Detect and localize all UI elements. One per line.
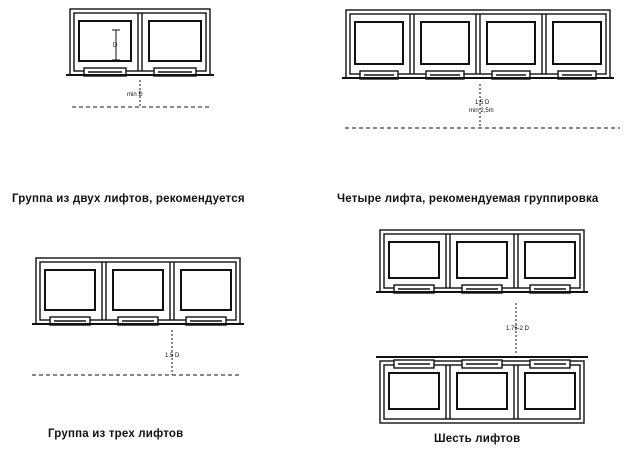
four-elevator-car [420,21,470,65]
six-top-elevator-car [524,241,576,279]
two-shaft-outer-wall [69,8,211,76]
four-shaft-outer-wall [345,9,611,79]
six-bottom-elevator-car [456,372,508,410]
four-label-a: 1.5 D [475,100,490,106]
six-bottom-elevator-car [388,372,440,410]
four-shaft-inner-wall [349,13,607,75]
four-elevator-car [486,21,536,65]
three-elevator-car [44,269,96,311]
caption-two-lifts: Группа из двух лифтов, рекомендуется [12,193,245,205]
four-elevator-car [552,21,602,65]
three-label: 1.5 D [165,353,180,359]
two-min-label: min D [127,92,143,98]
three-elevator-car [180,269,232,311]
two-shaft-inner-wall [73,12,207,72]
caption-three-lifts: Группа из трех лифтов [48,428,184,440]
six-label: 1.75-2 D [506,326,530,332]
two-elevator-car [148,20,202,62]
caption-six-lifts: Шесть лифтов [434,433,521,445]
depth-label: D [113,43,118,49]
three-shaft-outer-wall [35,257,241,325]
six-top-elevator-car [388,241,440,279]
six-top-shaft-outer-wall [379,229,585,293]
six-top-elevator-car [456,241,508,279]
six-bottom-elevator-car [524,372,576,410]
six-bottom-shaft-outer-wall [379,360,585,424]
four-label-b: min 2,5m [469,108,494,114]
four-elevator-car [354,21,404,65]
caption-four-lifts: Четыре лифта, рекомендуемая группировка [337,193,599,205]
three-elevator-car [112,269,164,311]
two-elevator-car [78,20,132,62]
